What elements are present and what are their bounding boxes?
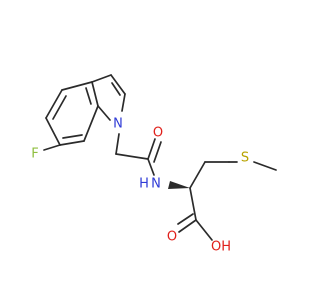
bond-carboxyl-oxygen-double	[177, 213, 194, 225]
bond-alpha-nitrogen-wedge	[168, 181, 190, 189]
bond-alpha-beta	[189, 161, 206, 189]
bond-c6-c5	[45, 117, 61, 146]
acid-oxygen-label: O	[167, 230, 177, 245]
bond-c2-n1	[121, 93, 126, 112]
fluorine-label: F	[31, 147, 38, 162]
bond-c7-c6	[59, 140, 85, 146]
bond-carboxyl-hydroxyl	[195, 219, 213, 241]
bond-c5-c4	[45, 89, 63, 119]
bond-c3-c2	[110, 74, 126, 95]
bond-c3-c2-double	[111, 82, 121, 96]
bond-c3a-c3	[91, 74, 112, 83]
bond-sulfur-methyl	[253, 161, 277, 171]
bond-n1-ch2	[115, 133, 120, 155]
amide-hydrogen-label: H	[139, 177, 149, 192]
bond-c3a-c7a-double	[85, 87, 92, 105]
bond-c7-c6-double	[62, 134, 83, 139]
amide-nitrogen-label: N	[151, 177, 161, 192]
hydroxyl-label: OH	[211, 240, 231, 255]
bond-c5-c4-double	[52, 95, 67, 120]
bond-c3a-c7a	[91, 81, 99, 107]
bond-carbonyl-oxygen	[147, 138, 156, 160]
bond-carboxyl-oxygen	[178, 219, 197, 233]
bond-carbonyl-nitrogen	[147, 158, 155, 176]
amide-oxygen-label: O	[153, 126, 163, 141]
bond-n1-c7a	[97, 105, 111, 121]
bond-c7a-c7	[83, 105, 99, 142]
bond-carbonyl-oxygen-double	[153, 141, 162, 163]
sulfur-label: S	[241, 151, 249, 166]
bond-c4-c3a	[61, 81, 93, 91]
indole-nitrogen-label: N	[113, 117, 123, 132]
molecule-structure: F N O N H S O OH	[31, 74, 277, 255]
bond-alpha-carboxyl	[189, 187, 197, 221]
bond-ch2-carbonyl	[115, 153, 149, 160]
bond-c6-fluorine	[43, 144, 61, 151]
